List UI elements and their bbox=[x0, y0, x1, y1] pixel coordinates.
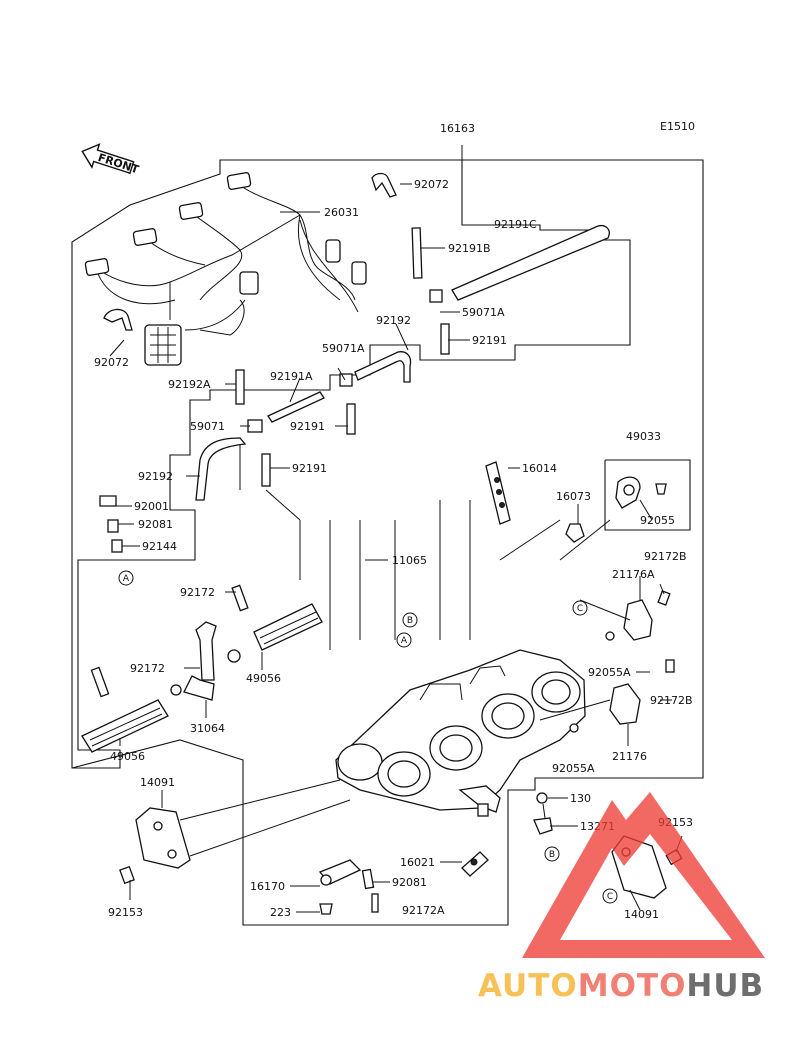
fuel-rail bbox=[81, 584, 323, 753]
leader-lines bbox=[109, 183, 683, 913]
ref-c-2: C bbox=[607, 892, 613, 902]
callout-92172a: 92172A bbox=[402, 904, 445, 917]
svg-text:AUTOMOTOHUB: AUTOMOTOHUB bbox=[478, 968, 764, 1004]
reference-marks: A A B C B C bbox=[118, 570, 618, 904]
callout-92144: 92144 bbox=[142, 540, 177, 553]
callout-59071: 59071 bbox=[190, 420, 225, 433]
callout-59071a-top: 59071A bbox=[462, 306, 505, 319]
ref-b-2: B bbox=[549, 850, 555, 860]
callout-92055: 92055 bbox=[640, 514, 675, 527]
small-sensor-parts bbox=[485, 461, 667, 543]
callout-49033: 49033 bbox=[626, 430, 661, 443]
callout-92153-b: 92153 bbox=[108, 906, 143, 919]
lower-parts bbox=[318, 851, 489, 915]
throttle-body bbox=[335, 649, 586, 817]
sensor-13271 bbox=[533, 792, 553, 835]
callout-92192-left: 92192 bbox=[138, 470, 173, 483]
callout-14091-b: 14091 bbox=[624, 908, 659, 921]
callout-92192-top: 92192 bbox=[376, 314, 411, 327]
watermark-triangle-icon bbox=[522, 792, 765, 958]
callout-31064: 31064 bbox=[190, 722, 225, 735]
callout-92055a-b: 92055A bbox=[552, 762, 595, 775]
callout-92172b-bottom: 92172B bbox=[650, 694, 693, 707]
watermark-moto: MOTO bbox=[578, 968, 687, 1004]
ref-a-1: A bbox=[123, 574, 130, 584]
callout-49056-b: 49056 bbox=[110, 750, 145, 763]
callout-223: 223 bbox=[270, 906, 291, 919]
front-arrow-icon: FRONT bbox=[81, 143, 141, 177]
ref-c-1: C bbox=[577, 604, 583, 614]
callout-11065: 11065 bbox=[392, 554, 427, 567]
callout-130: 130 bbox=[570, 792, 591, 805]
sensor-subframe bbox=[604, 459, 691, 531]
callout-92081-bottom: 92081 bbox=[392, 876, 427, 889]
callout-92191b: 92191B bbox=[448, 242, 491, 255]
callout-21176a: 21176A bbox=[612, 568, 655, 581]
callout-92191a: 92191A bbox=[270, 370, 313, 383]
assembly-frame bbox=[71, 145, 704, 926]
callout-14091-a: 14091 bbox=[140, 776, 175, 789]
callout-92081-top: 92081 bbox=[138, 518, 173, 531]
clip-92072-left bbox=[103, 308, 133, 331]
callout-16021: 16021 bbox=[400, 856, 435, 869]
clip-92072-top bbox=[371, 172, 397, 198]
callout-92192a: 92192A bbox=[168, 378, 211, 391]
watermark-auto: AUTO bbox=[478, 968, 578, 1004]
callout-26031: 26031 bbox=[324, 206, 359, 219]
callout-92172b-top: 92172B bbox=[644, 550, 687, 563]
callout-92191-c: 92191 bbox=[292, 462, 327, 475]
sensor-21176a bbox=[623, 599, 653, 641]
callout-59071a-mid: 59071A bbox=[322, 342, 365, 355]
ref-a-2: A bbox=[401, 636, 408, 646]
callout-16170: 16170 bbox=[250, 880, 285, 893]
callout-labels: E1510 16163 92072 26031 92191C 92191B 59… bbox=[94, 120, 695, 921]
vacuum-hoses bbox=[195, 224, 610, 501]
callout-92055a-a: 92055A bbox=[588, 666, 631, 679]
watermark-hub: HUB bbox=[686, 968, 764, 1004]
callout-21176: 21176 bbox=[612, 750, 647, 763]
ref-b-1: B bbox=[407, 616, 413, 626]
callout-92072-top: 92072 bbox=[414, 178, 449, 191]
watermark-logo: AUTOMOTOHUB bbox=[478, 792, 765, 1004]
callout-92172-a: 92172 bbox=[180, 586, 215, 599]
wiring-harness bbox=[84, 172, 367, 366]
callout-92172-b: 92172 bbox=[130, 662, 165, 675]
callout-92072-left: 92072 bbox=[94, 356, 129, 369]
callout-49056-a: 49056 bbox=[246, 672, 281, 685]
sensor-21176 bbox=[609, 683, 641, 725]
callout-16014: 16014 bbox=[522, 462, 557, 475]
callout-16163: 16163 bbox=[440, 122, 475, 135]
callout-92191-b: 92191 bbox=[290, 420, 325, 433]
diagram-code: E1510 bbox=[660, 120, 695, 133]
callout-16073: 16073 bbox=[556, 490, 591, 503]
callout-92191c: 92191C bbox=[494, 218, 537, 231]
callout-92001: 92001 bbox=[134, 500, 169, 513]
bracket-14091-left bbox=[135, 807, 191, 869]
callout-92191-a: 92191 bbox=[472, 334, 507, 347]
screw-stack bbox=[99, 495, 123, 553]
front-label: FRONT bbox=[96, 151, 140, 177]
